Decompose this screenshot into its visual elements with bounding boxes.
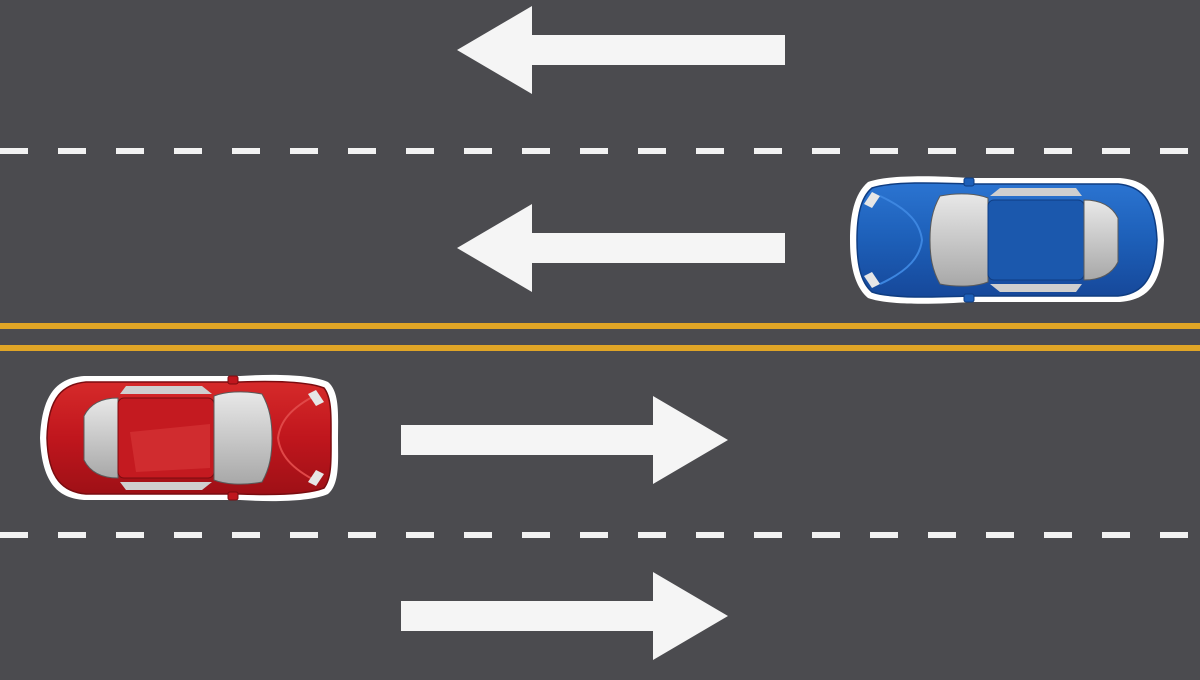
arrow-right-icon bbox=[401, 572, 728, 660]
arrow-left-icon bbox=[457, 6, 785, 94]
arrow-left-icon bbox=[457, 204, 785, 292]
arrow-right-icon bbox=[401, 396, 728, 484]
blue-car bbox=[850, 176, 1164, 304]
red-car bbox=[40, 374, 339, 502]
center-double-yellow-line bbox=[0, 323, 1200, 351]
